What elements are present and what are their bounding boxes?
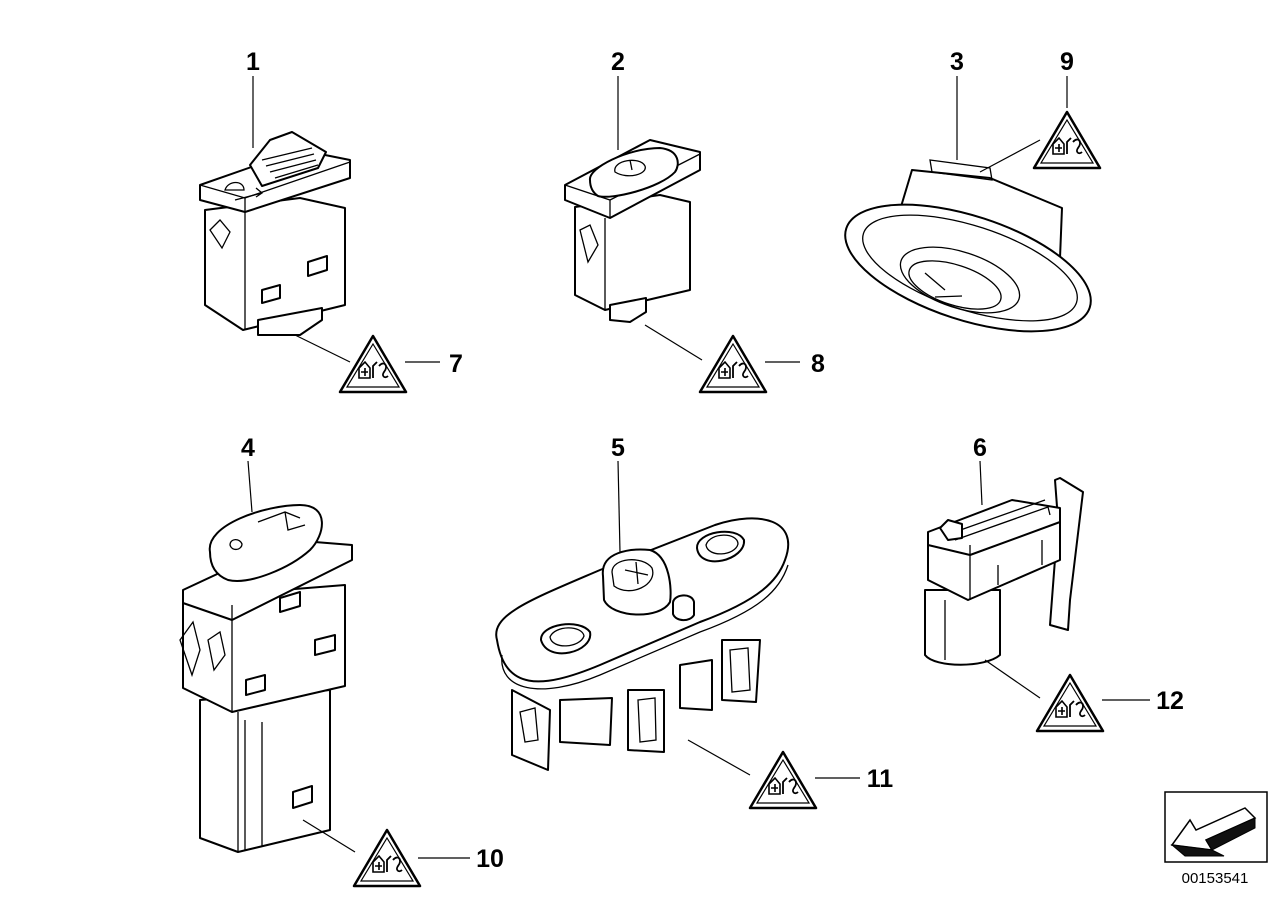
part-number-label: 7 xyxy=(449,350,463,378)
part-5-switch-panel xyxy=(495,517,790,771)
warning-triangle-icon xyxy=(748,750,818,810)
orientation-arrow-icon xyxy=(1170,807,1257,857)
leader-lines xyxy=(247,76,1150,859)
part-number-label: 3 xyxy=(950,48,964,76)
part-number-label: 5 xyxy=(611,434,625,462)
document-number: 00153541 xyxy=(1182,870,1249,887)
part-3-switch xyxy=(844,159,1092,333)
warning-triangle-icon xyxy=(338,334,408,394)
warning-triangle-icon xyxy=(352,828,422,888)
part-1-switch xyxy=(199,131,351,336)
part-number-label: 9 xyxy=(1060,48,1074,76)
part-number-label: 4 xyxy=(241,434,255,462)
part-number-label: 10 xyxy=(476,845,504,873)
warning-triangle-icon xyxy=(698,334,768,394)
part-4-switch xyxy=(179,504,353,853)
part-number-label: 6 xyxy=(973,434,987,462)
part-2-switch xyxy=(564,139,701,323)
part-number-label: 2 xyxy=(611,48,625,76)
part-6-switch xyxy=(924,477,1084,666)
part-number-label: 8 xyxy=(811,350,825,378)
part-number-label: 12 xyxy=(1156,687,1184,715)
part-number-label: 1 xyxy=(246,48,260,76)
part-number-label: 11 xyxy=(867,765,894,793)
warning-triangle-icon xyxy=(1035,673,1105,733)
warning-triangle-icon xyxy=(1032,110,1102,170)
orientation-box xyxy=(1164,791,1268,863)
